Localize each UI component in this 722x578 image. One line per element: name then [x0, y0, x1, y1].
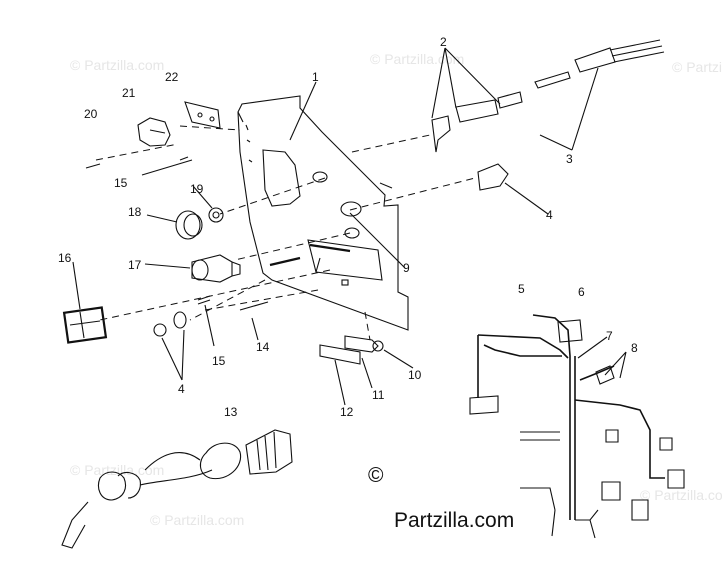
clip-set	[319, 335, 384, 365]
callout-22: 22	[165, 70, 179, 84]
watermark-text: © Partzilla.com	[150, 512, 244, 528]
wiring-harness	[469, 314, 685, 539]
callout-labels: 1 2 3 4 4 5 6 7 8 9 10 11 12 13 14 15 15…	[58, 35, 638, 419]
callout-5: 5	[518, 282, 525, 296]
upper-switches	[431, 39, 665, 191]
callout-11: 11	[372, 388, 385, 402]
watermark-layer: © Partzilla.com © Partzilla.com © Partzi…	[70, 51, 722, 528]
watermark-text: © Partzilla.com	[672, 59, 722, 75]
callout-15-lower: 15	[212, 354, 226, 368]
callout-4-upper: 4	[546, 208, 553, 222]
callout-7: 7	[606, 329, 613, 343]
callout-17: 17	[128, 258, 142, 272]
leader-lines	[72, 47, 627, 406]
callout-14: 14	[256, 340, 270, 354]
callout-15-upper: 15	[114, 176, 128, 190]
key-tag	[62, 306, 108, 344]
brand-name: Partzilla.com	[394, 509, 514, 532]
tether-cord	[61, 429, 293, 549]
callout-6: 6	[578, 285, 585, 299]
assembly-lines	[95, 125, 476, 341]
callout-19: 19	[190, 182, 204, 196]
callout-21: 21	[122, 86, 136, 100]
callout-16: 16	[58, 251, 72, 265]
copyright-symbol: ©	[368, 464, 384, 487]
callout-20: 20	[84, 107, 98, 121]
callout-12: 12	[340, 405, 354, 419]
knob-and-washer	[175, 207, 224, 240]
callout-2: 2	[440, 35, 447, 49]
watermark-text: © Partzilla.com	[370, 51, 464, 67]
callout-8: 8	[631, 341, 638, 355]
callout-9: 9	[403, 261, 410, 275]
callout-10: 10	[408, 368, 422, 382]
watermark-text: © Partzilla.com	[640, 487, 722, 503]
callout-3: 3	[566, 152, 573, 166]
mounting-bracket	[85, 101, 221, 169]
callout-4-lower: 4	[178, 382, 185, 396]
watermark-text: © Partzilla.com	[70, 57, 164, 73]
callout-13: 13	[224, 405, 238, 419]
ignition-switch	[191, 254, 241, 283]
callout-1: 1	[312, 70, 319, 84]
dash-panel	[237, 95, 409, 331]
watermark-text: © Partzilla.com	[70, 462, 164, 478]
callout-18: 18	[128, 205, 142, 219]
copyright-logo: © Partzilla.com	[368, 464, 514, 532]
lower-fasteners	[153, 295, 269, 337]
